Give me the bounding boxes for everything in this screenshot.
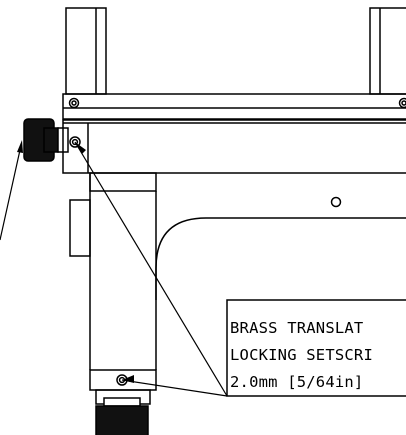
screw-hole-rail-left (68, 97, 80, 109)
callout-text: BRASS TRANSLAT LOCKING SETSCRI 2.0mm [5/… (230, 319, 373, 391)
bottom-knob (95, 397, 149, 435)
left-knob (23, 118, 69, 162)
side-tab (69, 199, 91, 257)
leader-lines (0, 141, 228, 397)
right-post (369, 7, 406, 95)
callout-line-2: LOCKING SETSCRI (230, 346, 373, 364)
frame-hole (330, 196, 342, 208)
vertical-arm (89, 173, 157, 370)
setscrew-left (69, 136, 81, 148)
crossbar (62, 119, 406, 174)
top-rail (62, 93, 406, 120)
frame-curve (155, 217, 406, 300)
step-block (89, 172, 157, 192)
arrowheads (17, 140, 134, 383)
callout-line-1: BRASS TRANSLAT (230, 319, 363, 337)
callout-line-3: 2.0mm [5/64in] (230, 373, 363, 391)
left-post (65, 7, 107, 95)
screw-hole-rail-right (398, 97, 406, 109)
callout-box (226, 299, 406, 397)
